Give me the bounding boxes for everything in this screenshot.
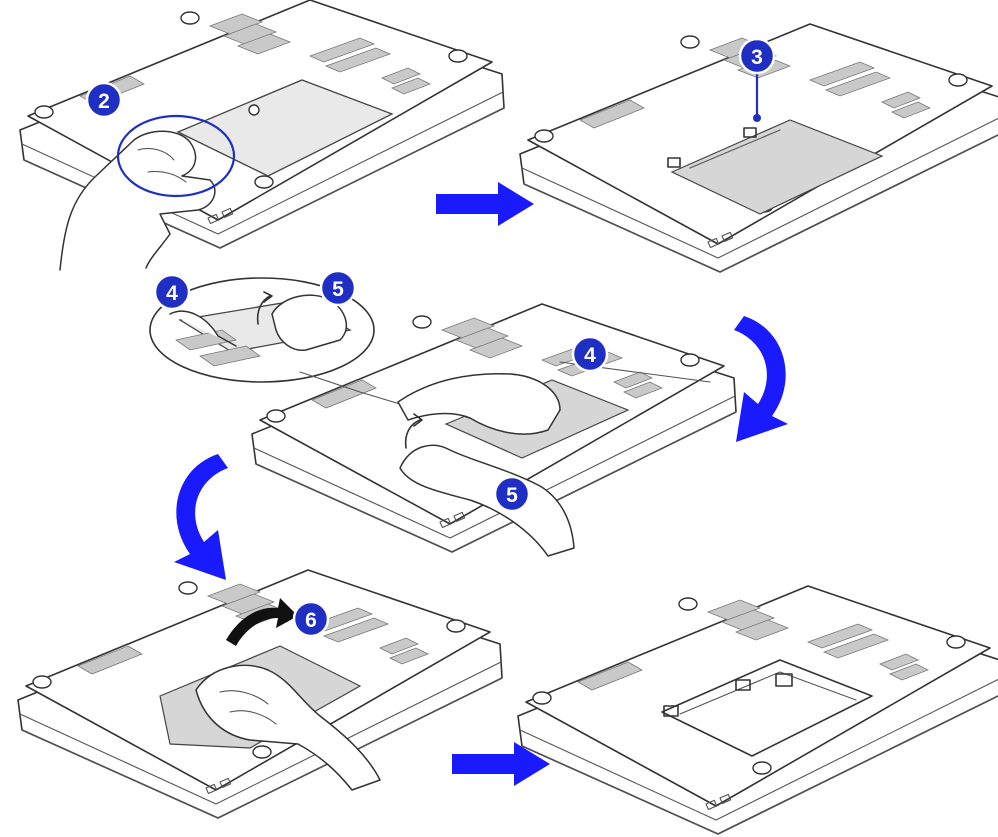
- svg-text:5: 5: [506, 484, 518, 507]
- step-badge-5: 5: [495, 477, 529, 511]
- curved-arrow-icon: [174, 454, 228, 580]
- svg-text:3: 3: [751, 46, 763, 69]
- panel-remove-screw: 3: [520, 24, 998, 272]
- svg-text:6: 6: [305, 609, 317, 632]
- step-badge-4: 4: [573, 337, 607, 371]
- detail-callout: 4 5: [150, 271, 374, 382]
- right-arrow-icon: [436, 182, 534, 226]
- panel-bay-empty: [518, 586, 998, 834]
- panel-remove-cover: 2: [20, 0, 504, 270]
- step-badge-2: 2: [87, 83, 121, 117]
- step-badge-5-detail: 5: [321, 271, 355, 305]
- step-badge-4-detail: 4: [155, 275, 189, 309]
- step-badge-3: 3: [740, 39, 774, 73]
- svg-text:5: 5: [332, 278, 344, 301]
- svg-text:2: 2: [98, 90, 110, 113]
- curved-arrow-icon: [734, 316, 788, 442]
- svg-text:4: 4: [584, 344, 596, 367]
- step-badge-6: 6: [294, 602, 328, 636]
- svg-text:4: 4: [166, 282, 178, 305]
- panel-lift-drive: 6: [18, 570, 502, 818]
